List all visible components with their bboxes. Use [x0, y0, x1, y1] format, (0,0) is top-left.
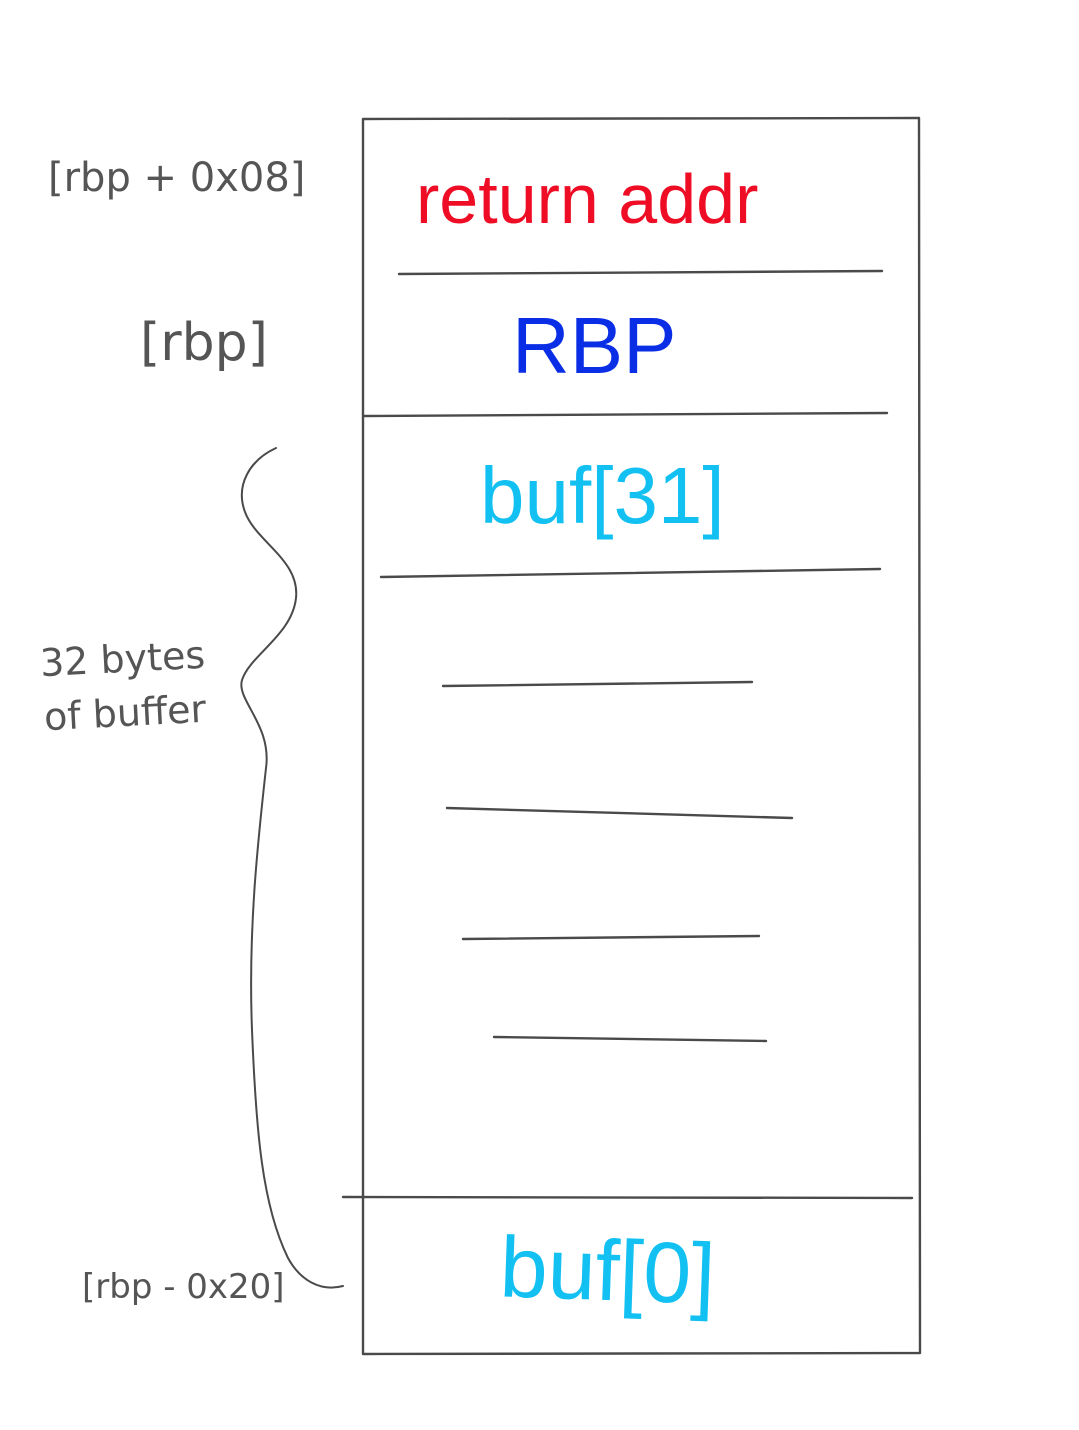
cell-return-addr: return addr: [416, 160, 759, 238]
separator-return-rbp: [397, 269, 884, 276]
buffer-filler-line: [441, 680, 754, 688]
separator-rbp-buf31: [362, 411, 889, 418]
cell-rbp: RBP: [512, 301, 677, 390]
brace-note-line2: of buffer: [42, 686, 208, 740]
separator-buf31-rest: [379, 567, 882, 579]
buffer-brace: [240, 447, 344, 1289]
brace-note-line1: 32 bytes: [38, 632, 207, 686]
label-rbp-offset: [rbp]: [140, 313, 268, 373]
cell-buf-bottom: buf[0]: [498, 1219, 717, 1323]
buffer-filler-line: [492, 1035, 768, 1043]
buffer-filler-line: [461, 934, 761, 941]
separator-buf0: [341, 1195, 914, 1200]
label-buf-offset: [rbp - 0x20]: [82, 1267, 285, 1307]
buffer-filler-line: [445, 806, 794, 820]
cell-buf-top: buf[31]: [480, 451, 725, 540]
stack-frame: [361, 116, 922, 1356]
label-ret-offset: [rbp + 0x08]: [48, 155, 306, 201]
